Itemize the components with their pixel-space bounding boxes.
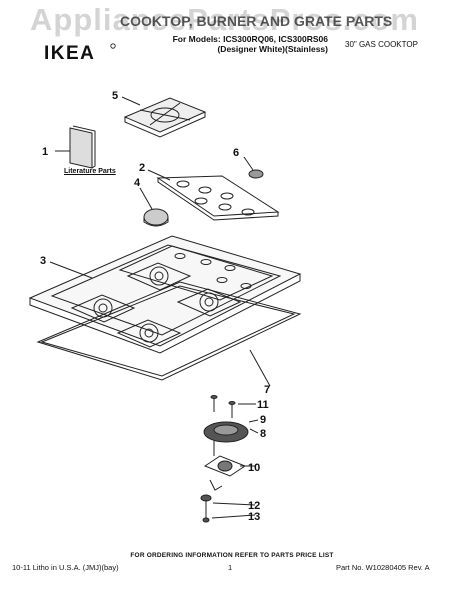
- variants-line: (Designer White)(Stainless): [217, 44, 328, 54]
- callout-7: 7: [264, 384, 270, 396]
- models-line: For Models: ICS300RQ06, ICS300RS06: [172, 34, 328, 44]
- callout-1: 1: [42, 146, 48, 158]
- callout-6: 6: [233, 147, 239, 159]
- callout-11: 11: [257, 399, 269, 411]
- model-info: For Models: ICS300RQ06, ICS300RS06 (Desi…: [163, 34, 328, 54]
- callout-3: 3: [40, 255, 46, 267]
- burner-well: [116, 319, 182, 348]
- cooktop-gasket: [36, 281, 302, 387]
- callout-10: 10: [248, 462, 260, 474]
- ordering-note: FOR ORDERING INFORMATION REFER TO PARTS …: [130, 552, 334, 559]
- page-number: 1: [228, 563, 233, 572]
- literature-parts-label: Literature Parts: [64, 168, 116, 175]
- control-knob: [243, 156, 264, 179]
- callout-4: 4: [134, 177, 141, 189]
- part-number: Part No. W10280405 Rev. A: [336, 563, 430, 572]
- cooktop-type: 30" GAS COOKTOP: [345, 40, 418, 49]
- ikea-logo: IKEA: [44, 43, 116, 62]
- burner-assembly: [200, 395, 259, 523]
- callout-9: 9: [260, 414, 266, 426]
- cooktop-surface: [28, 235, 302, 354]
- watermark-text: AppliancePartsPros.com: [30, 2, 419, 37]
- burner-well: [126, 262, 192, 291]
- literature-booklet: [55, 125, 96, 169]
- burner-cap: [139, 187, 169, 227]
- control-panel: [147, 169, 280, 221]
- callout-8: 8: [260, 428, 266, 440]
- callout-5: 5: [112, 90, 118, 102]
- callout-2: 2: [139, 162, 145, 174]
- print-info: 10-11 Litho in U.S.A. (JMJ)(bay): [12, 563, 119, 572]
- page-title: COOKTOP, BURNER AND GRATE PARTS: [120, 13, 393, 29]
- callout-labels: 1 2 3 4 5 6 7 8 9 10 11 12 13: [40, 90, 270, 523]
- grate: [121, 96, 207, 138]
- callout-12: 12: [248, 500, 260, 512]
- svg-text:IKEA: IKEA: [44, 43, 95, 62]
- callout-13: 13: [248, 511, 260, 523]
